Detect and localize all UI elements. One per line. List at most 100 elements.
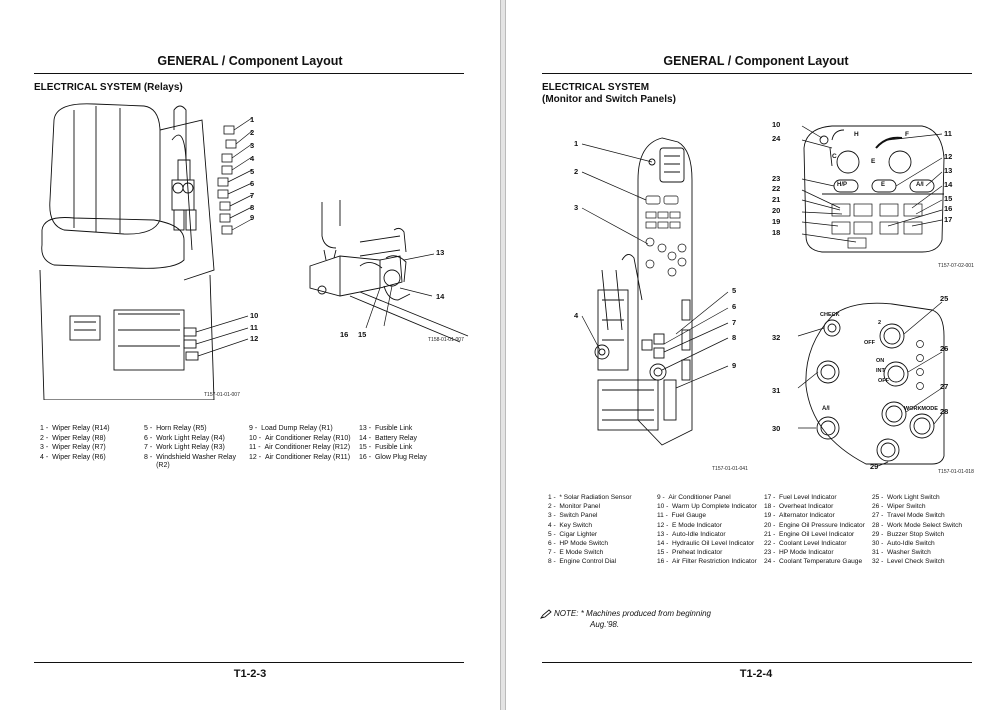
callout-2: 2 — [250, 128, 255, 137]
legend-item: 7 - Work Light Relay (R3) — [144, 444, 225, 452]
label-c: C — [832, 153, 837, 160]
page-number: T1-2-4 — [739, 668, 773, 680]
legend-item: 6 - HP Mode Switch — [548, 540, 608, 548]
legend-item: 2 - Monitor Panel — [548, 503, 601, 511]
callout-2: 2 — [574, 167, 579, 176]
callout-31: 31 — [772, 386, 781, 395]
callout-13: 13 — [944, 166, 953, 175]
switch-panel-callouts: 25 26 27 28 29 30 31 32 — [772, 290, 964, 471]
label-int: INT — [876, 368, 885, 374]
section-title-line: (Monitor and Switch Panels) — [542, 94, 676, 105]
page-gutter — [500, 0, 506, 710]
label-hp: H/P — [837, 182, 848, 188]
callout-9: 9 — [732, 361, 737, 370]
callout-12: 12 — [944, 152, 953, 161]
legend-item: 10 - Air Conditioner Relay (R10) — [249, 434, 351, 442]
callout-15: 15 — [358, 330, 367, 339]
legend-item: 20 - Engine Oil Pressure Indicator — [764, 521, 865, 529]
legend-item: 8 - Engine Control Dial — [548, 558, 617, 566]
figure-code: T158-01-01-007 — [428, 337, 464, 343]
label-auto-idle-switch: A/I — [822, 406, 830, 412]
note-text: Aug.'98. — [590, 620, 620, 629]
legend-item: 4 - Wiper Relay (R6) — [40, 453, 106, 461]
legend-item: 3 - Switch Panel — [548, 512, 598, 520]
legend-item: 2 - Wiper Relay (R8) — [40, 434, 106, 442]
footnote: NOTE: * Machines produced from beginning… — [539, 608, 711, 630]
note-text: * Machines produced from beginning — [580, 609, 711, 618]
legend-item: 1 - Wiper Relay (R14) — [40, 425, 110, 432]
switch-panel-figure — [792, 296, 952, 468]
callout-11: 11 — [944, 129, 952, 138]
legend-item: 27 - Travel Mode Switch — [872, 512, 945, 520]
legend-item: 16 - Glow Plug Relay — [359, 453, 427, 461]
legend-item: 31 - Washer Switch — [872, 549, 931, 557]
page-header: GENERAL / Component Layout — [157, 54, 343, 68]
footer-rule — [542, 662, 972, 663]
callout-17: 17 — [944, 215, 953, 224]
monitor-panel-callouts: 10 24 23 22 21 20 19 18 11 12 13 14 15 1… — [772, 118, 962, 260]
legend-item: 25 - Work Light Switch — [872, 494, 940, 501]
figure-code: T157-01-01-018 — [938, 469, 974, 475]
callout-6: 6 — [732, 302, 737, 311]
callout-3: 3 — [250, 141, 255, 150]
callout-16: 16 — [944, 204, 953, 213]
monitor-panel-figure — [792, 118, 952, 260]
callout-1: 1 — [250, 115, 255, 124]
legend-item: 22 - Coolant Level Indicator — [764, 540, 847, 548]
relays-callout-column: 1 2 3 4 5 6 7 8 9 10 11 12 — [250, 112, 270, 352]
callout-25: 25 — [940, 294, 949, 303]
callout-26: 26 — [940, 344, 949, 353]
label-h: H — [854, 131, 859, 138]
callout-32: 32 — [772, 333, 781, 342]
legend-item: 30 - Auto-Idle Switch — [872, 540, 935, 548]
label-dial-2: 2 — [878, 320, 882, 326]
legend-item: 11 - Fuel Gauge — [657, 512, 707, 520]
callout-9: 9 — [250, 213, 255, 222]
legend-item: 15 - Preheat Indicator — [657, 549, 723, 557]
callout-14: 14 — [944, 180, 953, 189]
callout-8: 8 — [732, 333, 737, 342]
legend-item: 26 - Wiper Switch — [872, 503, 926, 511]
callout-18: 18 — [772, 228, 781, 237]
figure-code: T157-01-01-041 — [712, 466, 748, 472]
battery-relays-callouts: 13 14 16 15 — [300, 196, 470, 346]
callout-16: 16 — [340, 330, 349, 339]
header-rule — [34, 73, 464, 74]
callout-10: 10 — [250, 311, 259, 320]
callout-28: 28 — [940, 407, 949, 416]
legend-item: 14 - Battery Relay — [359, 434, 417, 442]
panels-legend: 1 - * Solar Radiation Sensor 9 - Air Con… — [548, 494, 970, 567]
label-auto-idle: A/I — [916, 182, 924, 188]
legend-item: 9 - Air Conditioner Panel — [657, 494, 731, 501]
callout-27: 27 — [940, 382, 949, 391]
label-e-mode: E — [881, 182, 886, 188]
callout-7: 7 — [732, 318, 737, 327]
right-page: GENERAL / Component Layout ELECTRICAL SY… — [506, 0, 1006, 710]
callout-5: 5 — [732, 286, 737, 295]
relays-legend: 1 - Wiper Relay (R14) 5 - Horn Relay (R5… — [40, 425, 460, 471]
figure-code: T157-01-01-007 — [204, 392, 240, 398]
legend-item: 8 - Windshield Washer Relay (R2) — [144, 453, 236, 470]
label-check: CHECK — [820, 312, 840, 318]
figure-code: T157-07-02-001 — [938, 263, 974, 269]
legend-item: 7 - E Mode Switch — [548, 549, 604, 557]
callout-7: 7 — [250, 191, 255, 200]
legend-item: 5 - Horn Relay (R5) — [144, 425, 207, 432]
page-number: T1-2-3 — [233, 668, 267, 680]
legend-item: 9 - Load Dump Relay (R1) — [249, 425, 333, 432]
callout-4: 4 — [250, 154, 255, 163]
monitor-panel-labels: H F C E H/P E A/I — [792, 118, 952, 260]
header-rule — [542, 73, 972, 74]
legend-item: 15 - Fusible Link — [359, 444, 413, 452]
legend-item: 21 - Engine Oil Level Indicator — [764, 530, 855, 538]
section-title: ELECTRICAL SYSTEM (Monitor and Switch Pa… — [542, 82, 676, 106]
legend-item: 1 - * Solar Radiation Sensor — [548, 494, 632, 501]
callout-20: 20 — [772, 206, 781, 215]
legend-item: 24 - Coolant Temperature Gauge — [764, 558, 863, 566]
legend-item: 12 - Air Conditioner Relay (R11) — [249, 453, 351, 461]
legend-item: 4 - Key Switch — [548, 521, 592, 529]
legend-item: 5 - Cigar Lighter — [548, 530, 598, 538]
callout-1: 1 — [574, 139, 579, 148]
callout-19: 19 — [772, 217, 781, 226]
footer-rule — [34, 662, 464, 663]
